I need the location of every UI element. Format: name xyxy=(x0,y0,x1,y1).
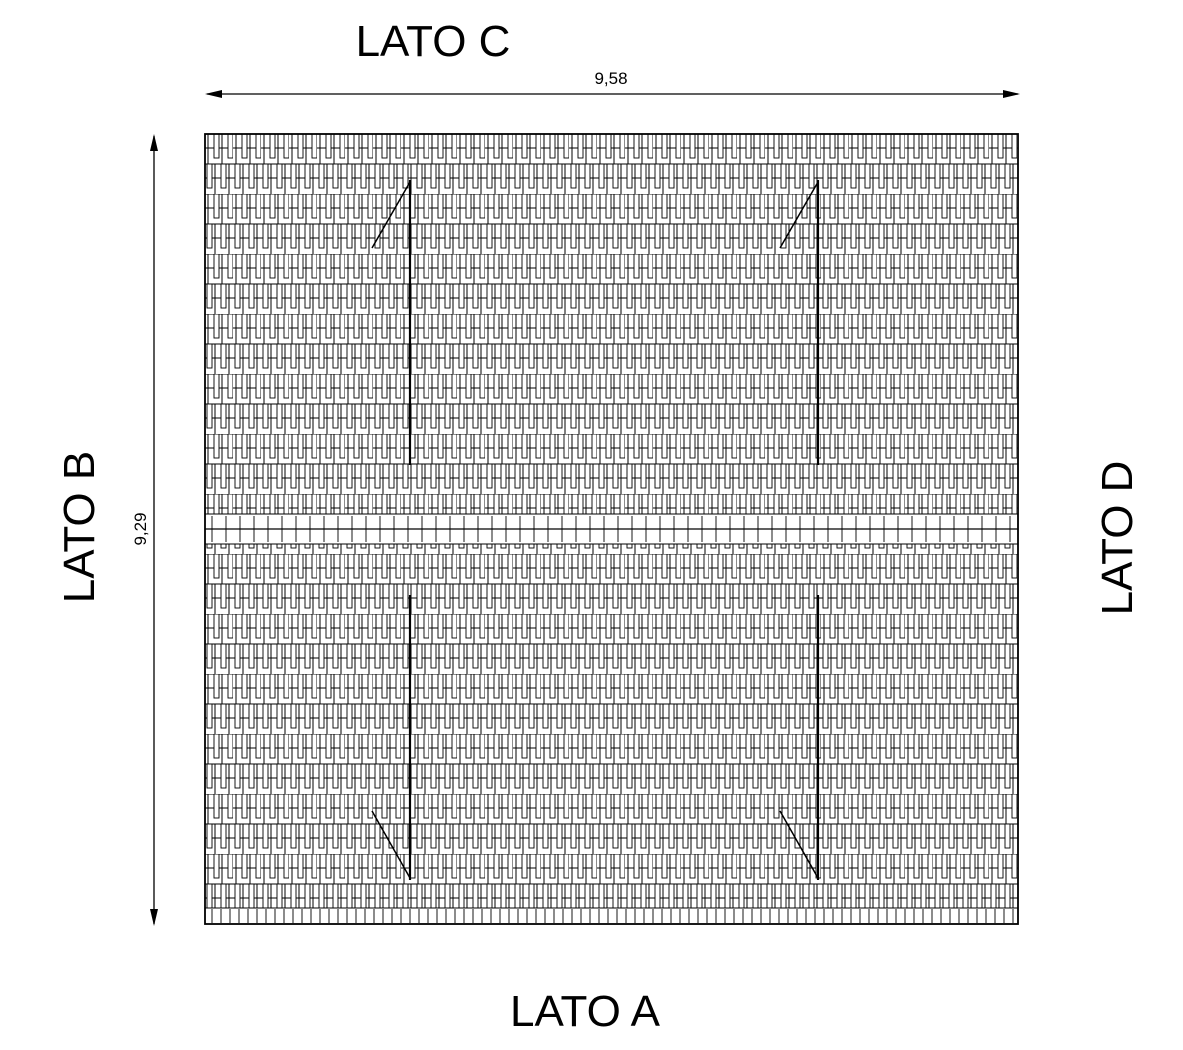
diagonal-tick-bottom-right xyxy=(779,810,819,879)
eave-tiles xyxy=(211,909,1014,923)
width-dimension: 9,58 xyxy=(205,69,1020,98)
roof-plan xyxy=(204,133,1019,925)
height-dimension-value: 9,29 xyxy=(131,512,150,545)
arrowhead-left-icon xyxy=(205,90,222,98)
width-dimension-value: 9,58 xyxy=(594,69,627,88)
side-label-a: LATO A xyxy=(510,987,661,1036)
arrowhead-right-icon xyxy=(1003,90,1020,98)
diagonal-tick-top-right xyxy=(779,181,819,249)
side-label-b: LATO B xyxy=(55,451,104,603)
ridge-tiles xyxy=(211,516,1011,542)
diagonal-tick-bottom-left xyxy=(371,810,411,879)
side-label-c: LATO C xyxy=(356,17,511,66)
height-dimension: 9,29 xyxy=(131,134,158,926)
side-label-d: LATO D xyxy=(1093,461,1142,616)
arrowhead-down-icon xyxy=(150,909,158,926)
roof-outline xyxy=(204,133,1019,925)
diagonal-tick-top-left xyxy=(371,181,411,249)
arrowhead-up-icon xyxy=(150,134,158,151)
